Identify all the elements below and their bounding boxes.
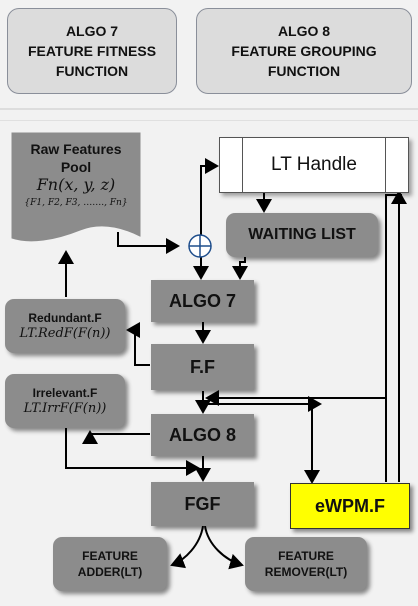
raw-pool-formula: Fn(x, y, z) [36, 175, 116, 194]
arrow-irrelevant-to-fgf [65, 428, 200, 476]
raw-pool-title: Raw Features [30, 141, 122, 157]
arrow-junction-to-lthandle [200, 158, 219, 236]
algo7-label: ALGO 7 [168, 290, 236, 311]
waiting-list-label: WAITING LIST [248, 226, 356, 243]
algo7-node: ALGO 7 [151, 280, 254, 322]
legend-algo7: ALGO 7 FEATURE FITNESS FUNCTION [7, 8, 177, 94]
legend-algo8-title: ALGO 8 [277, 23, 331, 39]
legend-algo7-line2: FEATURE FITNESS [27, 43, 157, 59]
arrow-lthandle-loop [385, 194, 402, 400]
legend-algo7-title: ALGO 7 [65, 23, 119, 39]
arrow-pool-to-junction [117, 232, 180, 254]
redundant-node: Redundant.F LT.RedF(F(n)) [5, 299, 125, 353]
feature-adder-line2: ADDER(LT) [77, 565, 143, 579]
lt-handle-node: LT Handle [219, 137, 409, 193]
feature-adder-node: FEATURE ADDER(LT) [53, 537, 167, 591]
feature-adder-line1: FEATURE [82, 549, 138, 563]
legend-panel: ALGO 7 FEATURE FITNESS FUNCTION ALGO 8 F… [0, 0, 418, 110]
raw-pool-set: {F1, F2, F3, ……., Fn} [24, 198, 128, 208]
raw-features-pool: Raw Features Pool Fn(x, y, z) {F1, F2, F… [14, 140, 138, 228]
redundant-title: Redundant.F [28, 311, 102, 325]
fgf-node: FGF [151, 482, 254, 526]
legend-algo8-line2: FEATURE GROUPING [231, 43, 377, 59]
raw-pool-subtitle: Pool [60, 159, 92, 175]
raw-pool-shape [11, 132, 141, 242]
arrow-algo8-to-irrelevant [82, 430, 150, 444]
fgf-label: FGF [184, 493, 221, 514]
ewpm-node: eWPM.F [290, 483, 410, 529]
feature-remover-node: FEATURE REMOVER(LT) [245, 537, 367, 591]
ff-label: F.F [190, 356, 215, 377]
feature-remover-line2: REMOVER(LT) [264, 565, 348, 579]
waiting-list-node: WAITING LIST [226, 213, 378, 257]
ff-node: F.F [151, 344, 254, 390]
arrow-waiting-to-algo7 [232, 256, 248, 280]
feature-remover-line1: FEATURE [278, 549, 334, 563]
legend-algo8-line3: FUNCTION [267, 63, 341, 79]
lt-handle-label: LT Handle [271, 154, 357, 175]
irrelevant-node: Irrelevant.F LT.IrrF(F(n)) [5, 374, 125, 428]
arrow-fgf-to-remover [204, 525, 244, 570]
legend-algo8: ALGO 8 FEATURE GROUPING FUNCTION [196, 8, 412, 94]
arrow-fgf-to-adder [170, 525, 204, 569]
algo8-node: ALGO 8 [151, 414, 254, 456]
algo8-label: ALGO 8 [168, 424, 236, 445]
redundant-formula: LT.RedF(F(n)) [19, 326, 111, 341]
irrelevant-formula: LT.IrrF(F(n)) [23, 401, 107, 416]
arrow-ff-to-redundant [126, 322, 150, 366]
ewpm-label: eWPM.F [315, 495, 385, 516]
legend-algo7-line3: FUNCTION [55, 63, 129, 79]
irrelevant-title: Irrelevant.F [32, 386, 98, 400]
